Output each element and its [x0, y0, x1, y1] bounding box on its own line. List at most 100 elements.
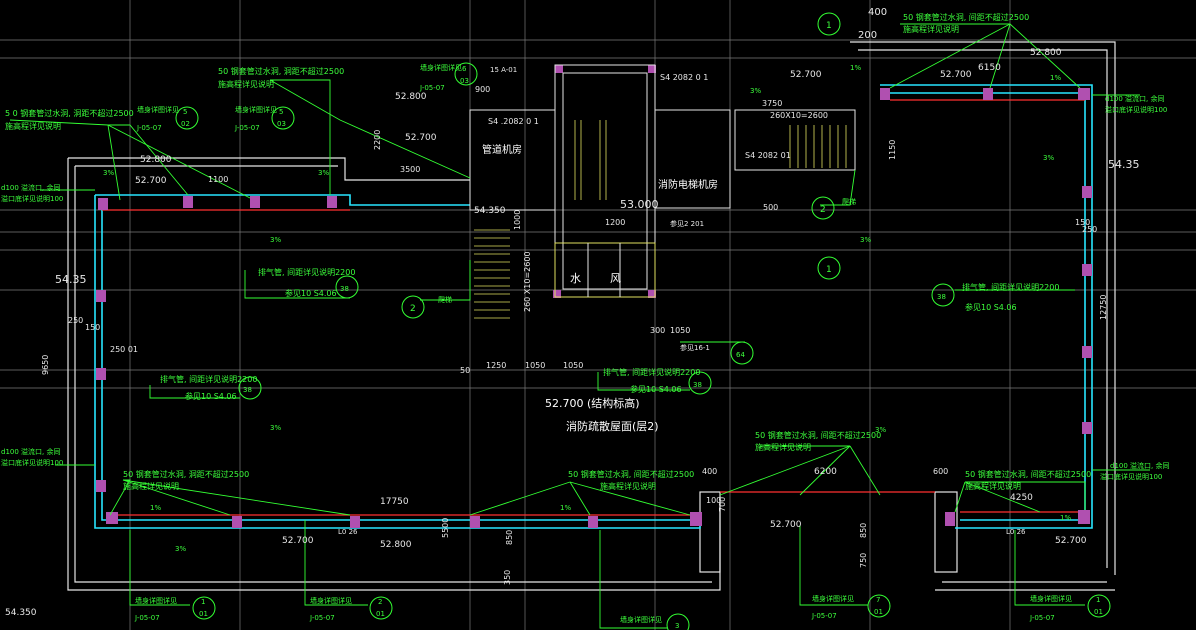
dim-400-bottom: 400	[702, 467, 717, 476]
elev-53000: 53.000	[620, 198, 659, 211]
slope-14: 3%	[750, 87, 761, 95]
bubble-text-01d: 01	[1094, 608, 1103, 616]
dim-700: 700	[718, 497, 727, 512]
drain-note-bottom-right-sub: 施高程详见说明	[965, 481, 1021, 491]
overflow-note-left: d100 溢流口, 余同	[1, 183, 60, 192]
dim-3500: 3500	[400, 165, 420, 174]
parapet-ref-7: J-05-07	[1029, 614, 1055, 622]
elev-52700-right2: 52.700	[940, 70, 972, 80]
dim-50: 50	[460, 366, 470, 375]
dim-750: 750	[859, 553, 868, 568]
stair-note-right: 260X10=2600	[770, 111, 828, 120]
parapet-detail-2: 墙身详图详见	[235, 105, 277, 114]
elev-52800-right: 52.800	[1030, 48, 1062, 58]
parapet-ref-1: J-05-07	[136, 124, 162, 132]
ladder-note-left: 爬梯	[438, 295, 452, 304]
dim-200-top: 200	[858, 30, 877, 41]
bubble-text-3: 3	[675, 622, 679, 630]
drain-note-bottom-left: 50 钢套管过水洞, 洞距不超过2500	[123, 469, 249, 479]
dim-9650: 9650	[41, 355, 50, 375]
elev-52700-right: 52.700	[790, 70, 822, 80]
dim-17750: 17750	[380, 497, 409, 507]
bubble-text-7: 7	[876, 596, 880, 604]
elev-54350-corner: 54.350	[5, 608, 37, 618]
drain-note-bottom-left-sub: 施高程详见说明	[123, 481, 179, 491]
elev-52800-core: 52.800	[395, 92, 427, 102]
slope-13: 1%	[1050, 74, 1061, 82]
dim-1000: 1000	[513, 210, 522, 230]
exhaust-note-mid-left: 排气管, 间距详见说明2200	[160, 374, 257, 384]
drain-note-center-right-sub: 施高程详见说明	[755, 442, 811, 452]
overflow-note-left-sub: 溢口底详见说明100	[1, 194, 63, 203]
ref-s4-left: S4 .2082 0 1	[488, 117, 539, 126]
slope-8: 1%	[1060, 514, 1071, 522]
slope-10: 3%	[1043, 154, 1054, 162]
ladder-note-right: 爬梯	[842, 197, 856, 206]
dim-6200: 6200	[814, 467, 837, 477]
dim-850-b: 850	[505, 530, 514, 545]
bubble-text-2a: 2	[820, 205, 826, 215]
parapet-ref-3: J-05-07	[419, 84, 445, 92]
bubble-text-2b: 2	[410, 304, 416, 314]
bubble-text-5a: 5	[183, 108, 187, 116]
parapet-detail-1: 墙身详图详见	[137, 105, 179, 114]
lo26-bottom: L0 26	[338, 528, 358, 536]
parapet-ref-4: J-05-07	[134, 614, 160, 622]
slope-3: 3%	[270, 424, 281, 432]
bubble-text-2c: 2	[378, 598, 382, 606]
overflow-note-left-2-sub: 溢口底详见说明100	[1, 458, 63, 467]
ref-16-1: 参见16-1	[680, 343, 710, 352]
parapet-ref-5: J-05-07	[309, 614, 335, 622]
see-ref-right: 参见10 S4.06	[965, 302, 1017, 312]
dim-600: 600	[933, 467, 948, 476]
dim-1050-a: 1050	[525, 361, 545, 370]
dim-5500: 5500	[441, 518, 450, 538]
dim-3750: 3750	[762, 99, 782, 108]
see-ref-center: 参见10 S4.06	[630, 384, 682, 394]
elev-52700-bottom: 52.700	[282, 536, 314, 546]
dim-100: 100	[706, 496, 721, 505]
dim-1050-c: 1050	[670, 326, 690, 335]
parapet-detail-4: 墙身详图详见	[135, 596, 177, 605]
overflow-note-right-2: d100 溢流口, 余同	[1110, 461, 1169, 470]
roof-title-label: 消防疏散屋面(层2)	[566, 419, 659, 433]
dim-1200: 1200	[605, 218, 625, 227]
dim-500: 500	[763, 203, 778, 212]
parapet-ref-6: J-05-07	[811, 612, 837, 620]
bubble-text-03a: 03	[277, 120, 286, 128]
dim-150-left: 150	[85, 323, 100, 332]
dim-850: 850	[859, 523, 868, 538]
bubble-text-5b: 5	[279, 108, 283, 116]
elev-52700-core: 52.700	[405, 133, 437, 143]
dim-250-01: 250 01	[110, 345, 138, 354]
parapet-detail-3: 墙身详图详见	[420, 63, 462, 72]
bubble-text-1c: 1	[201, 598, 205, 606]
bubble-text-38d: 38	[937, 293, 946, 301]
slope-9: 1%	[850, 64, 861, 72]
stair-treads	[474, 120, 847, 319]
bubble-text-03b: 03	[460, 77, 469, 85]
slope-7: 3%	[875, 426, 886, 434]
dim-250-left: 250	[68, 316, 83, 325]
dim-900: 900	[475, 85, 490, 94]
ref-s4-right: S4 2082 0 1	[660, 73, 708, 82]
slope-5: 1%	[150, 504, 161, 512]
roof-elevation-label: 52.700 (结构标高)	[545, 396, 640, 410]
dim-12750: 12750	[1099, 295, 1108, 320]
parapet-detail-5: 墙身详图详见	[310, 596, 352, 605]
dim-250-right: 250	[1082, 225, 1097, 234]
bubble-text-1a: 1	[826, 21, 832, 31]
elev-52700-left: 52.700	[135, 176, 167, 186]
drain-note-left-sub: 施高程详见说明	[5, 121, 61, 131]
elev-52800-bottom: 52.800	[380, 540, 412, 550]
exhaust-note-left: 排气管, 间距详见说明2200	[258, 267, 355, 277]
dim-6150: 6150	[978, 63, 1001, 73]
bubble-text-38a: 38	[340, 285, 349, 293]
bubble-text-1b: 1	[826, 265, 832, 275]
elev-5435-left: 54.35	[55, 273, 87, 286]
detail-bubbles	[175, 12, 1111, 630]
elev-52800-top: 52.800	[140, 155, 172, 165]
elev-54350-core: 54.350	[474, 206, 506, 216]
stair-note-left: 260 X10=2600	[523, 251, 532, 312]
drain-note-top-right: 50 钢套管过水洞, 间距不超过2500	[903, 12, 1029, 22]
